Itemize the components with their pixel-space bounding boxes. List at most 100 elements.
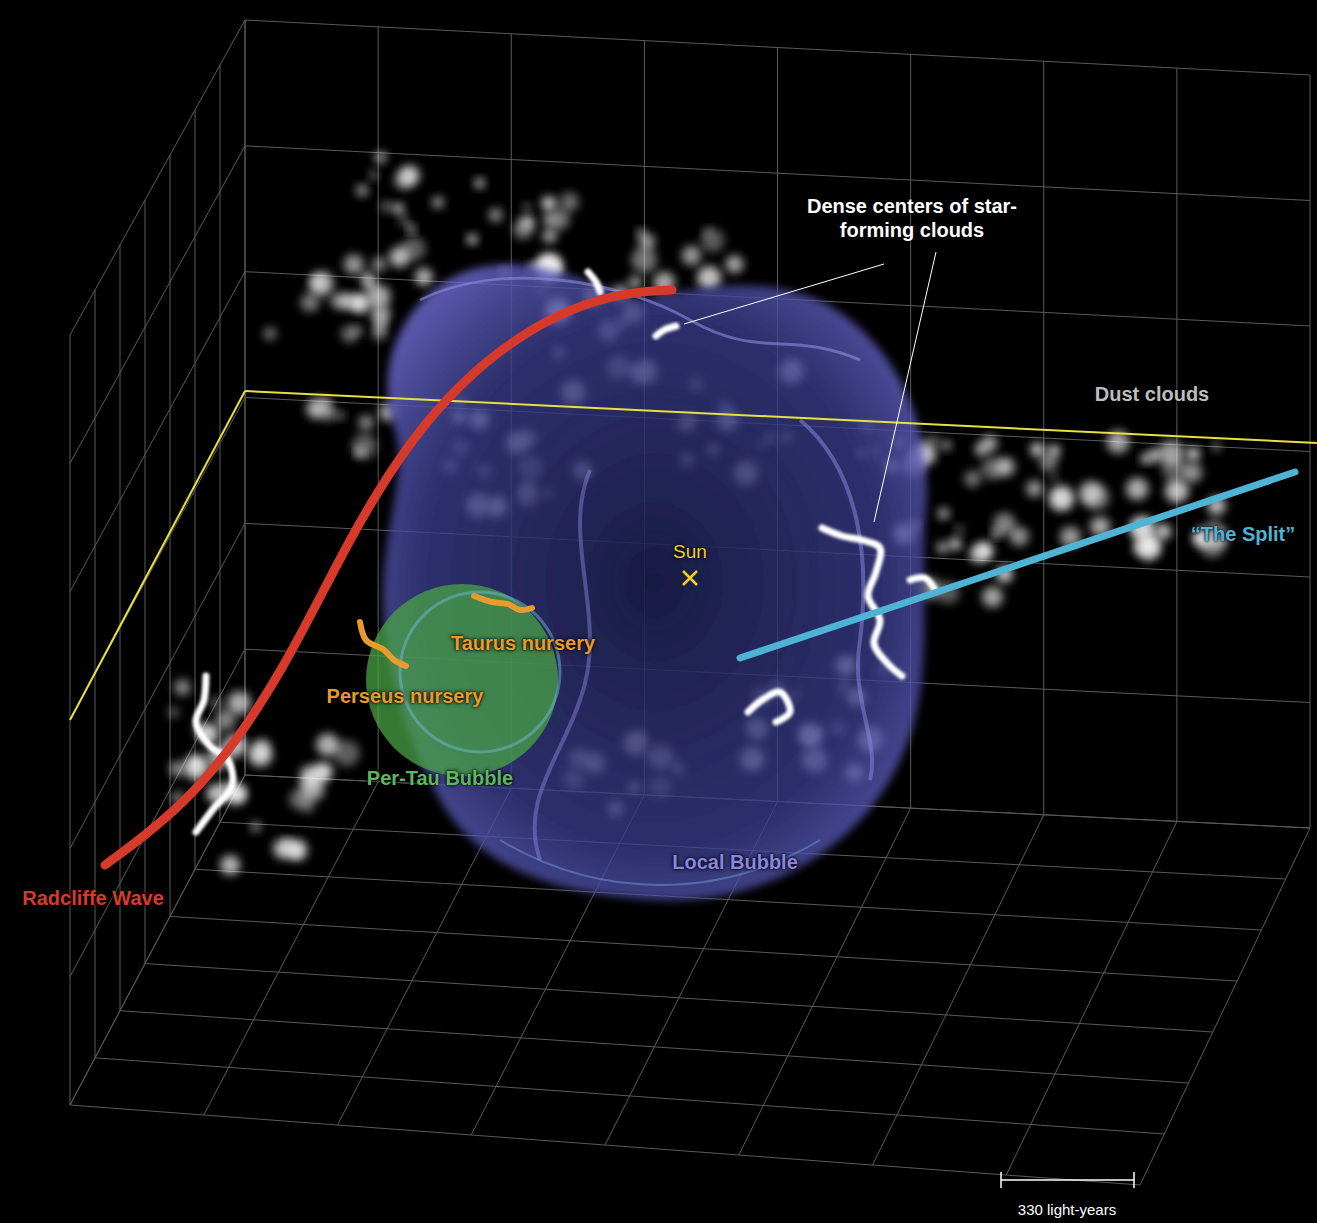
bubble-filament	[500, 840, 820, 885]
dust-blob	[726, 255, 744, 273]
grid-line	[204, 782, 378, 1115]
dust-blob	[337, 412, 345, 420]
dust-blob	[369, 170, 378, 179]
dust-blob	[1026, 480, 1043, 497]
per-tau-bubble	[366, 584, 558, 776]
dust-blob	[1039, 453, 1058, 472]
dust-blob	[322, 406, 337, 421]
dense-cloud	[748, 692, 790, 722]
dust-blob	[628, 276, 641, 289]
dust-blob	[341, 325, 358, 342]
dust-blob	[942, 440, 952, 450]
leader-line	[684, 264, 884, 324]
dust-blob	[949, 538, 962, 551]
local-bubble	[383, 264, 927, 900]
dust-blob	[372, 325, 387, 340]
dust-blob	[682, 246, 702, 266]
dust-blob	[321, 397, 332, 408]
dust-blob	[407, 225, 415, 233]
dust-blob	[637, 229, 646, 238]
dust-blob	[475, 178, 485, 188]
dust-blob	[286, 839, 307, 860]
dust-blob	[415, 268, 433, 286]
dust-blob	[432, 196, 444, 208]
dust-blob	[523, 203, 531, 211]
dense-clouds	[196, 272, 935, 832]
dust-blob	[521, 216, 533, 228]
nursery-label: Taurus nursery	[451, 631, 595, 655]
dust-blob	[982, 587, 1003, 608]
dust-blob	[228, 691, 251, 714]
grid-line	[70, 1105, 1140, 1185]
dust-blob	[1212, 442, 1221, 451]
dust-blob	[543, 214, 555, 226]
dust-blob	[210, 697, 222, 709]
dust-blob	[701, 229, 724, 252]
dust-blob	[541, 196, 556, 211]
dust-blob	[1186, 447, 1200, 461]
grid-line	[245, 146, 1310, 201]
dust-blob	[981, 435, 997, 451]
dust-blob	[964, 470, 981, 487]
dust-blob	[1141, 453, 1151, 463]
dust-blob	[1155, 524, 1171, 540]
dust-blob	[1126, 478, 1148, 500]
structure-label: “The Split”	[1191, 522, 1295, 546]
dust-blob	[215, 710, 236, 731]
grid-line	[245, 20, 1310, 75]
bubble-label: Local Bubble	[672, 850, 798, 874]
dust-blob	[371, 305, 391, 325]
dust-blob	[925, 435, 940, 450]
structure-label: Radcliffe Wave	[22, 886, 164, 910]
bubble-filament	[800, 420, 872, 780]
taurus-nursery	[474, 596, 532, 610]
perseus-nursery	[360, 622, 406, 666]
dust-blob	[542, 229, 556, 243]
grid-line	[70, 146, 245, 464]
dust-blob	[356, 184, 368, 196]
dust-blob	[352, 434, 377, 459]
dust-blob	[311, 275, 326, 290]
dust-blob	[937, 542, 949, 554]
dense-cloud	[588, 272, 600, 292]
scale-bar	[1001, 1172, 1134, 1188]
dust-blob	[300, 293, 319, 312]
grid-line	[170, 916, 1237, 981]
dense-cloud	[656, 326, 676, 336]
grid-line	[70, 20, 245, 335]
dust-blob	[467, 234, 477, 244]
dust-blob	[399, 215, 410, 226]
dust-blob	[170, 761, 185, 776]
dust-blob	[401, 237, 425, 261]
grid-line	[145, 964, 1213, 1032]
dust-blob	[1159, 440, 1184, 465]
sun-marker	[683, 571, 697, 585]
grid-line	[70, 649, 245, 977]
dust-blob	[174, 679, 191, 696]
callout-label: Dense centers of star-forming clouds	[795, 194, 1030, 242]
dust-blob	[697, 266, 721, 290]
dust-blob	[1165, 479, 1189, 503]
dust-blob	[316, 734, 339, 757]
dust-blob	[233, 788, 245, 800]
bubbles	[366, 264, 927, 900]
grid-line	[1140, 828, 1310, 1185]
star-label: Sun	[673, 541, 707, 564]
dust-blob	[338, 293, 355, 310]
grid-line	[120, 1011, 1189, 1083]
dust-blob	[249, 743, 272, 766]
dust-blob	[375, 151, 387, 163]
dust-blob	[220, 855, 240, 875]
dust-blob	[314, 762, 333, 781]
per-tau-rim	[400, 592, 560, 752]
dust-blob	[372, 257, 387, 272]
dust-blob	[300, 777, 324, 801]
dust-blob	[393, 203, 404, 214]
nursery-label: Perseus nursery	[327, 684, 484, 708]
dust-blob	[367, 285, 391, 309]
radcliffe-wave	[105, 290, 672, 865]
dust-blob	[969, 546, 987, 564]
leader-line	[874, 252, 936, 522]
grid-line	[95, 1058, 1164, 1134]
dust-blob	[400, 165, 420, 185]
